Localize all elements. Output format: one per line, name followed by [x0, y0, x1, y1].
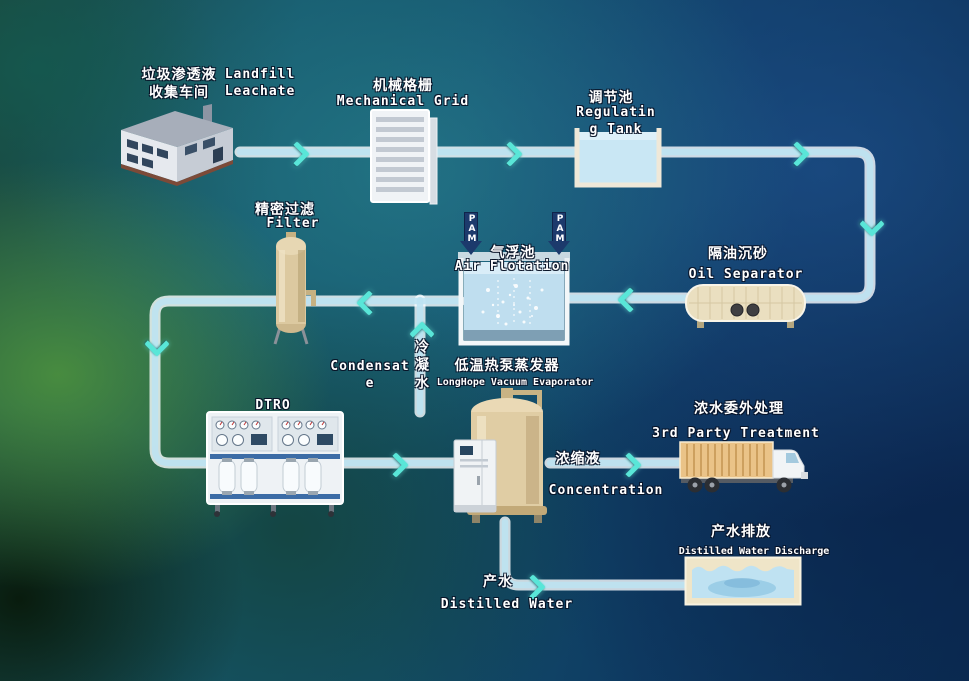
truck-graphic [679, 441, 808, 493]
pam-label: PAM [467, 214, 477, 244]
dtro-graphic [206, 411, 344, 517]
oil-separator-graphic [685, 284, 806, 328]
third-party-label-en: 3rd Party Treatment [652, 426, 820, 441]
evaporator-label-zh: 低温热泵蒸发器 [454, 358, 560, 374]
discharge-label-en: Distilled Water Discharge [678, 546, 830, 557]
dtro-illustration [205, 410, 345, 517]
factory-label-zh: 垃圾渗透液 收集车间 [141, 67, 217, 102]
evaporator-graphic [453, 388, 547, 523]
factory-illustration [113, 98, 245, 190]
discharge-pool-illustration [684, 556, 802, 606]
pam-dosing-arrow: PAM [460, 212, 482, 258]
condensate-label-zh: 冷凝水 [413, 339, 429, 393]
mechanical-grid-label-zh: 机械格栅 [373, 78, 433, 94]
flow-arrow-left-icon [355, 289, 379, 313]
pam-arrow-head [460, 241, 482, 255]
oil-separator-illustration [683, 280, 809, 330]
discharge-pool-graphic [684, 556, 802, 606]
flow-arrow-right-icon [496, 140, 520, 164]
condensate-label-en: Condensate [330, 359, 410, 391]
dtro-label: DTRO [255, 398, 291, 413]
factory-graphic [121, 104, 233, 186]
evaporator-illustration [452, 386, 558, 528]
flow-arrow-right-icon [382, 451, 406, 475]
flow-arrow-down-icon [858, 210, 882, 234]
concentrate-label-en: Concentration [548, 483, 664, 498]
flow-arrow-right-icon [783, 140, 807, 164]
mechanical-grid-graphic [370, 109, 438, 205]
evaporator-label-en: LongHope Vacuum Evaporator [436, 377, 594, 388]
third-party-label-zh: 浓水委外处理 [694, 401, 784, 417]
product-label-en: Distilled Water [440, 597, 574, 612]
filter-label-en: Filter [266, 216, 320, 231]
pam-arrow-head [548, 241, 570, 255]
factory-label-en: Landfill Leachate [224, 67, 296, 99]
regulating-tank-graphic [574, 128, 662, 188]
filter-label-zh: 精密过滤 [255, 202, 315, 218]
concentrate-label-zh: 浓缩液 [555, 451, 601, 467]
oil-separator-label-zh: 隔油沉砂 [708, 246, 768, 262]
discharge-label-zh: 产水排放 [711, 524, 771, 540]
filter-illustration [262, 226, 320, 350]
regulating-tank-label-zh: 调节池 [588, 90, 634, 106]
flow-arrow-right-icon [283, 140, 307, 164]
regulating-tank-label-en: Regulating Tank [576, 105, 656, 137]
flow-arrow-right-icon [519, 573, 543, 597]
flow-arrow-right-icon [615, 451, 639, 475]
regulating-tank-illustration [572, 122, 664, 190]
oil-separator-label-en: Oil Separator [688, 267, 804, 282]
mechanical-grid-label-en: Mechanical Grid [336, 94, 470, 109]
truck-illustration [678, 436, 814, 500]
mechanical-grid-illustration [368, 108, 440, 208]
pam-dosing-arrow: PAM [548, 212, 570, 258]
product-label-zh: 产水 [483, 574, 513, 590]
air-flotation-label-en: Air Flotation [454, 259, 570, 274]
air-flotation-graphic [458, 252, 570, 346]
air-flotation-label-zh: 气浮池 [490, 245, 536, 261]
air-flotation-illustration [458, 250, 570, 347]
pam-label: PAM [555, 214, 565, 244]
filter-graphic [273, 232, 316, 345]
flow-arrow-left-icon [616, 286, 640, 310]
flow-arrow-down-icon [143, 330, 167, 354]
